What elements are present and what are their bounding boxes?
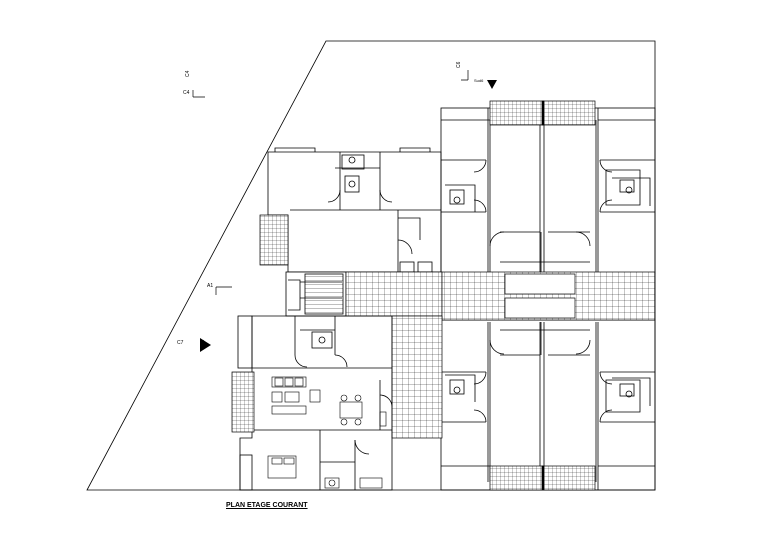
circulation-gallery	[345, 271, 656, 439]
label-sud6: Sud6	[474, 78, 484, 83]
section-marker-c6	[461, 70, 469, 81]
label-c6: C6	[456, 61, 462, 68]
west-block-north	[267, 147, 442, 273]
west-south-balcony	[231, 371, 255, 433]
north-arrow-sud6	[487, 80, 497, 89]
stair-core	[285, 271, 347, 317]
section-marker-c4	[192, 90, 205, 98]
living-furniture	[271, 376, 387, 427]
west-north-balcony	[259, 214, 289, 266]
label-a1: A1	[207, 283, 214, 289]
bedroom-furniture	[267, 455, 383, 489]
east-block	[440, 107, 656, 491]
label-sud5: Sud5	[200, 339, 205, 349]
label-c7: C7	[177, 340, 184, 346]
east-balconies	[489, 100, 596, 491]
label-c4-side: C4	[183, 90, 190, 96]
section-marker-a1	[215, 286, 232, 295]
drawing-title: PLAN ETAGE COURANT	[226, 502, 308, 509]
label-c4-top: C4	[185, 70, 191, 77]
north-arrow-sud5	[200, 338, 211, 352]
west-block-south	[237, 315, 393, 491]
